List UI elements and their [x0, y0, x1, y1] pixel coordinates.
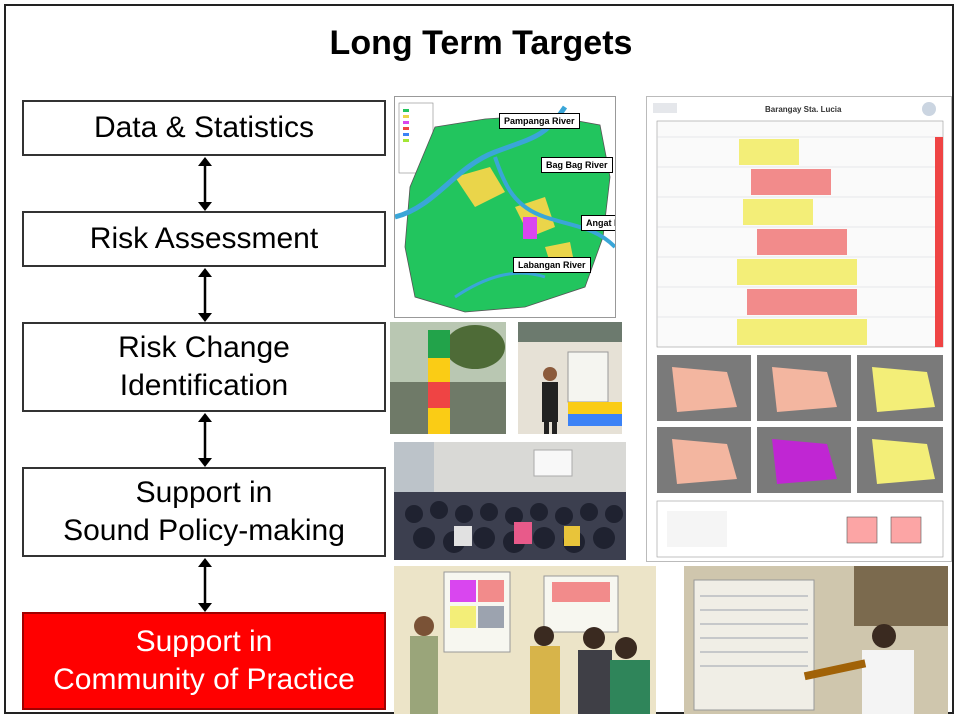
photo-graphic	[390, 322, 506, 434]
photo-graphic	[518, 322, 622, 434]
slide-frame: Long Term Targets Data & Statistics Risk…	[4, 4, 954, 714]
step-label: Support in Community of Practice	[53, 625, 355, 696]
double-arrow-icon	[198, 268, 212, 322]
photo-graphic	[394, 442, 626, 560]
wall-chart-photo	[684, 566, 948, 714]
hazard-assessment-sheet: Barangay Sta. Lucia	[646, 96, 952, 562]
river-label: Bag Bag River	[541, 157, 613, 173]
step-sound-policy-making: Support in Sound Policy-making	[22, 467, 386, 557]
step-label: Risk Change Identification	[118, 331, 290, 402]
step-label: Risk Assessment	[89, 222, 319, 255]
sheet-title: Barangay Sta. Lucia	[765, 105, 842, 114]
sheet-graphic	[653, 102, 944, 558]
community-map-review-photo	[394, 566, 656, 714]
map-graphic	[395, 97, 615, 317]
photo-graphic	[394, 566, 656, 714]
photo-graphic	[684, 566, 948, 714]
step-community-of-practice: Support in Community of Practice	[22, 612, 386, 710]
double-arrow-icon	[198, 558, 212, 612]
double-arrow-icon	[198, 413, 212, 467]
hazard-map-image: Pampanga River Bag Bag River Angat River…	[394, 96, 616, 318]
river-label: Pampanga River	[499, 113, 580, 129]
wall-marker-photo	[518, 322, 622, 434]
step-label: Support in Sound Policy-making	[63, 476, 345, 547]
double-arrow-icon	[198, 157, 212, 211]
meeting-photo	[394, 442, 626, 560]
step-risk-assessment: Risk Assessment	[22, 211, 386, 267]
step-label: Data & Statistics	[93, 111, 315, 144]
river-label: Labangan River	[513, 257, 591, 273]
step-risk-change-identification: Risk Change Identification	[22, 322, 386, 412]
page-title: Long Term Targets	[329, 24, 633, 62]
river-label: Angat River	[581, 215, 615, 231]
step-data-statistics: Data & Statistics	[22, 100, 386, 156]
flood-marker-pole-photo	[390, 322, 506, 434]
